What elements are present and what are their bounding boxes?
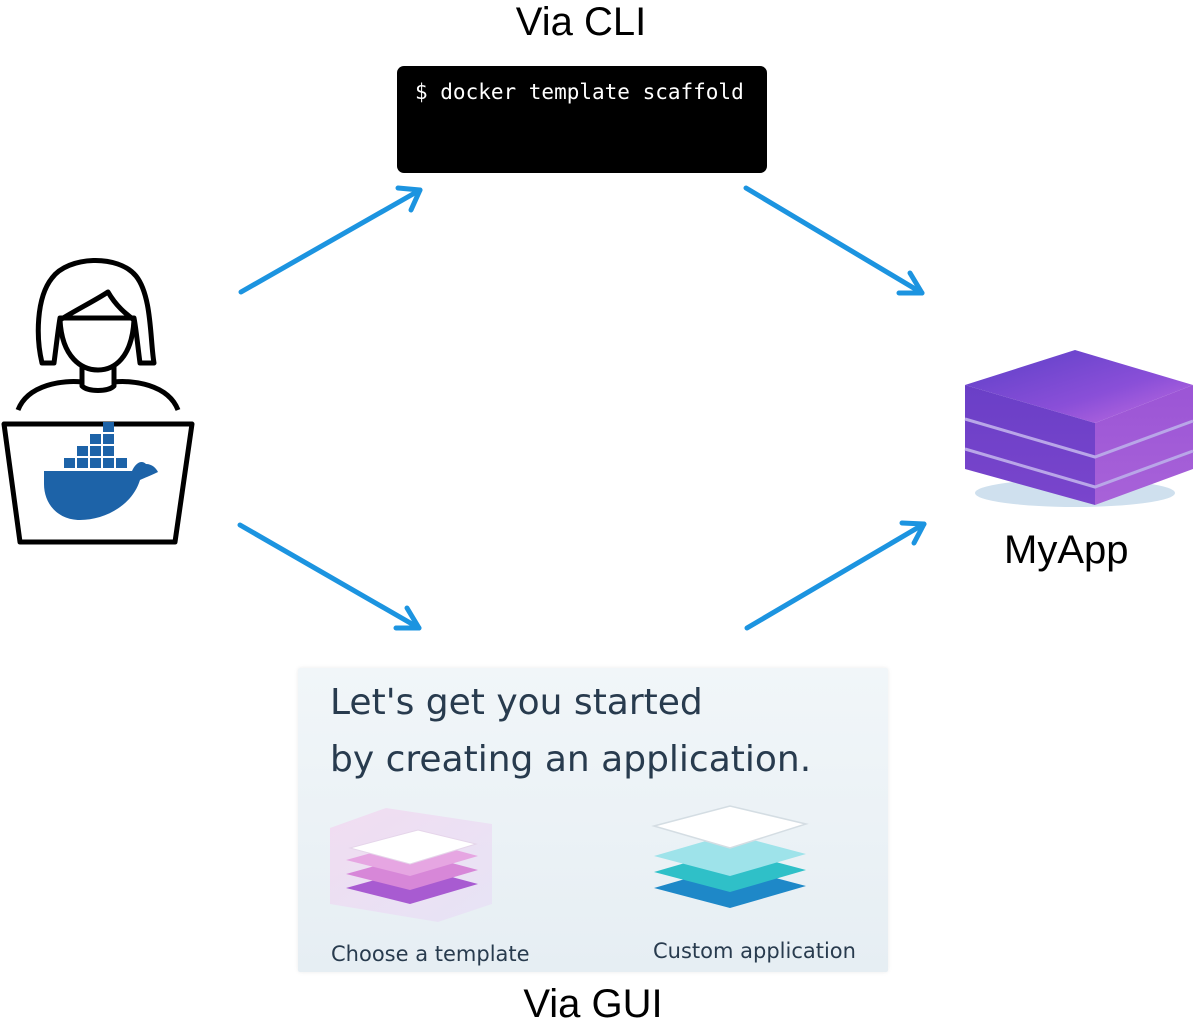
custom-stack-icon bbox=[651, 805, 809, 908]
developer-icon bbox=[1, 258, 195, 545]
template-stack-icon bbox=[330, 808, 492, 922]
arrow-user-to-cli bbox=[238, 185, 423, 295]
choose-template-option[interactable]: Choose a template bbox=[331, 942, 530, 966]
arrow-user-to-gui bbox=[237, 522, 422, 631]
app-stack-icon bbox=[964, 350, 1194, 507]
gui-title: Via GUI bbox=[523, 982, 663, 1026]
arrow-cli-to-app bbox=[743, 185, 925, 296]
docker-whale-icon bbox=[44, 422, 158, 520]
terminal-command: $ docker template scaffold bbox=[415, 80, 744, 104]
myapp-label: MyApp bbox=[1004, 528, 1129, 572]
hair-shape bbox=[35, 258, 157, 366]
terminal-window: $ docker template scaffold bbox=[397, 66, 767, 173]
gui-screenshot-card: Let's get you started by creating an app… bbox=[298, 668, 888, 972]
cli-title: Via CLI bbox=[515, 0, 647, 44]
gui-heading: Let's get you started by creating an app… bbox=[330, 674, 888, 788]
custom-application-option[interactable]: Custom application bbox=[653, 939, 856, 963]
gui-heading-line-1: Let's get you started bbox=[330, 682, 703, 723]
gui-heading-line-2: by creating an application. bbox=[330, 739, 812, 780]
arrow-gui-to-app bbox=[744, 520, 927, 631]
